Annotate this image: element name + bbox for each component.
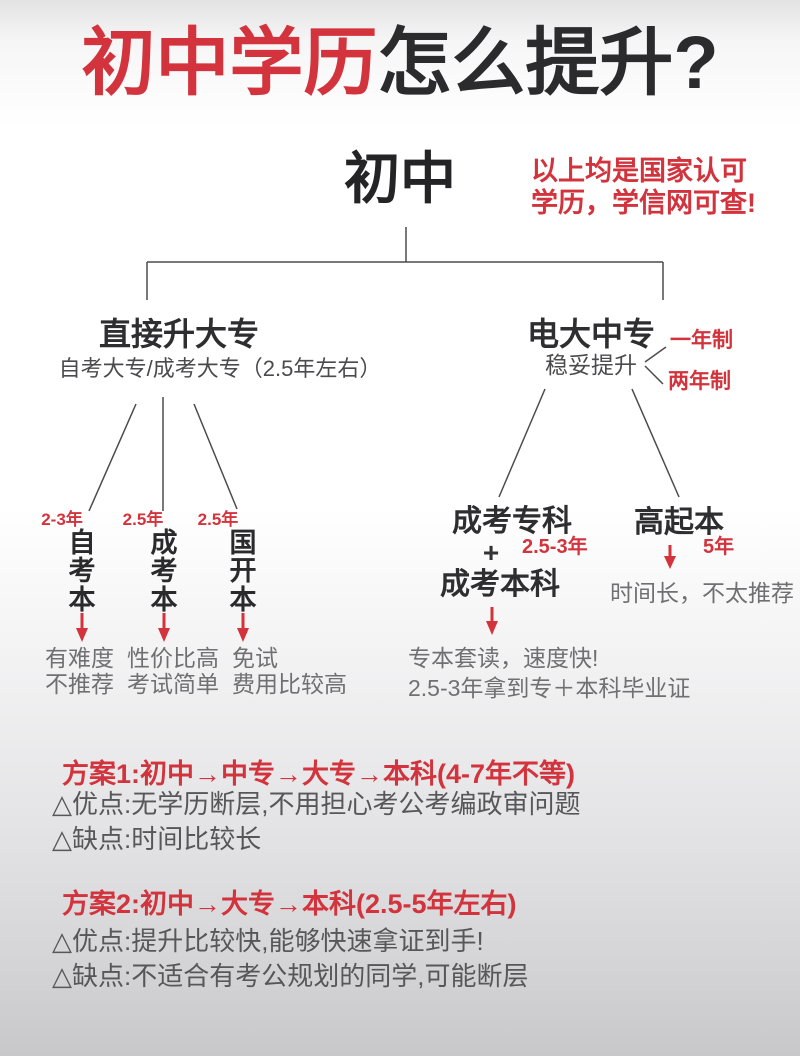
plan-2-con: △缺点:不适合有考公规划的同学,可能断层 bbox=[52, 961, 529, 991]
duration-label: 2.5年 bbox=[197, 510, 239, 529]
option-notes: 性价比高 考试简单 bbox=[127, 645, 219, 697]
tag-one-year: 一年制 bbox=[670, 329, 733, 352]
connector-right-fan-2 bbox=[631, 388, 680, 498]
plan-1-title: 方案1:初中→中专→大专→本科(4-7年不等) bbox=[62, 759, 576, 789]
annotation-line-1: 以上均是国家认可 bbox=[531, 156, 747, 186]
connector-right-fan-1 bbox=[498, 388, 546, 498]
plan-2-pro: △优点:提升比较快,能够快速拿证到手! bbox=[52, 926, 484, 956]
connector-tag-1 bbox=[644, 346, 667, 363]
down-arrow-icon bbox=[664, 545, 676, 569]
down-arrow-icon bbox=[237, 613, 249, 642]
node-high-start-bachelor: 高起本 bbox=[634, 506, 724, 539]
annotation-note: 以上均是国家认可 学历，学信网可查! bbox=[531, 155, 756, 220]
node-direct-college: 直接升大专 bbox=[98, 316, 260, 352]
down-arrow-icon bbox=[76, 613, 88, 642]
plan-2-title: 方案2:初中→大专→本科(2.5-5年左右) bbox=[62, 889, 517, 919]
direct-note: 时间长，不太推荐 bbox=[610, 580, 794, 606]
connector-tag-2 bbox=[644, 365, 664, 385]
option-notes: 有难度 不推荐 bbox=[45, 645, 114, 697]
node-tv-univ-secondary: 电大中专 bbox=[526, 316, 656, 352]
node-adult-exam-associate: 成考专科 bbox=[452, 505, 572, 538]
node-root: 初中 bbox=[344, 147, 456, 210]
page-title-rest: 怎么提升? bbox=[377, 21, 719, 104]
duration-label: 5年 bbox=[703, 536, 735, 558]
duration-label: 2.5-3年 bbox=[522, 536, 588, 558]
duration-label: 2.5年 bbox=[122, 510, 164, 529]
plan-1-pro: △优点:无学历断层,不用担心考公考编政审问题 bbox=[52, 789, 581, 819]
down-arrow-icon bbox=[486, 607, 498, 635]
duration-label: 2-3年 bbox=[41, 510, 83, 529]
annotation-line-2: 学历，学信网可查! bbox=[531, 188, 756, 219]
node-adult-exam-bachelor: 成考本 bbox=[150, 528, 178, 615]
plan-1-con: △缺点:时间比较长 bbox=[52, 824, 262, 854]
node-direct-college-subtitle: 自考大专/成考大专（2.5年左右） bbox=[58, 356, 382, 381]
page-title-highlight: 初中学历 bbox=[81, 21, 378, 104]
node-self-exam-bachelor: 自考本 bbox=[68, 528, 96, 615]
connector-left-fan-1 bbox=[88, 403, 137, 512]
connector-left-fan-3 bbox=[193, 403, 238, 510]
tag-two-year: 两年制 bbox=[668, 370, 731, 393]
page-title: 初中学历怎么提升? bbox=[0, 26, 800, 100]
node-tv-univ-subtitle: 稳妥提升 bbox=[545, 352, 637, 378]
down-arrow-icon bbox=[158, 613, 170, 642]
combo-notes: 专本套读，速度快! 2.5-3年拿到专＋本科毕业证 bbox=[408, 645, 691, 701]
node-adult-exam-bachelor-combo: 成考本科 bbox=[440, 568, 560, 601]
plus-sign: + bbox=[482, 537, 500, 568]
option-notes: 免试 费用比较高 bbox=[232, 645, 347, 697]
node-open-univ-bachelor: 国开本 bbox=[229, 528, 257, 615]
